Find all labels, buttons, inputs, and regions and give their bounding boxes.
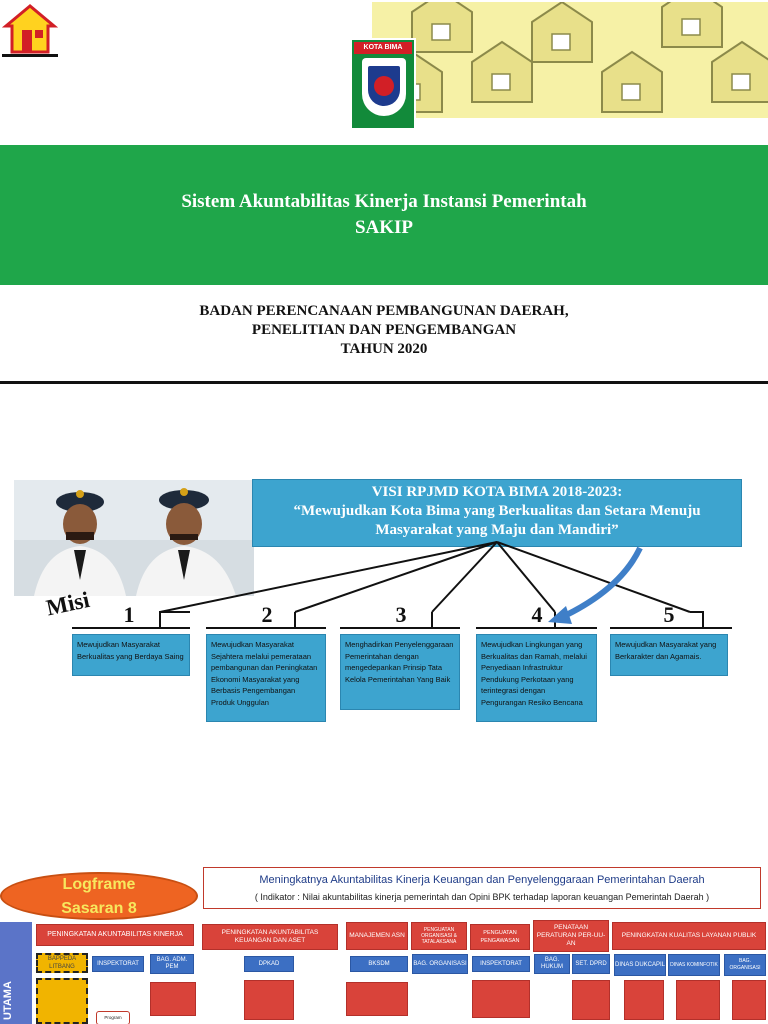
kota-bima-emblem: KOTA BIMA: [350, 38, 416, 130]
lf-output-bag-organisasi: [732, 980, 766, 1020]
lf-output-kominfotik: [676, 980, 720, 1020]
visi-statement-line1: “Mewujudkan Kota Bima yang Berkualitas d…: [253, 502, 741, 521]
house-pattern-icon: [372, 2, 768, 118]
lf-unit-bag-hukum: BAG. HUKUM: [534, 954, 570, 974]
goal-indikator: ( Indikator : Nilai akuntabilitas kinerj…: [203, 891, 761, 903]
lf-program-box: Program: [96, 1011, 130, 1024]
lf-unit-set-dprd: SET. DPRD: [572, 954, 610, 974]
lf-unit-bag-organisasi-2: BAG. ORGANISASI: [724, 954, 766, 976]
misi-box-2: Mewujudkan Masyarakat Sejahtera melalui …: [206, 634, 326, 722]
lf-output-adm-pem: [150, 982, 196, 1016]
lf-output-bksdm: [346, 982, 408, 1016]
utama-label: UTAMA: [2, 981, 14, 1020]
logframe-title: Logframe: [0, 876, 198, 894]
misi-box-1: Mewujudkan Masyarakat Berkualitas yang B…: [72, 634, 190, 676]
misi-number-1: 1: [114, 602, 144, 628]
lf-header-manajemen-asn: MANAJEMEN ASN: [346, 922, 408, 950]
lf-header-layanan-publik: PENINGKATAN KUALITAS LAYANAN PUBLIK: [612, 922, 766, 950]
visi-statement-line2: Masyarakat yang Maju dan Mandiri”: [253, 521, 741, 540]
misi-number-2: 2: [252, 602, 282, 628]
misi-box-3: Menghadirkan Penyelenggaraan Pemerintaha…: [340, 634, 460, 710]
lf-unit-bappeda: BAPPEDA LITBANG: [36, 953, 88, 973]
lf-header-akuntabilitas-kinerja: PENINGKATAN AKUNTABILITAS KINERJA: [36, 924, 194, 946]
lf-header-akuntabilitas-keuangan: PENINGKATAN AKUNTABILITAS KEUANGAN DAN A…: [202, 924, 338, 950]
visi-box: VISI RPJMD KOTA BIMA 2018-2023: “Mewujud…: [252, 479, 742, 547]
house-pattern-banner: [372, 2, 768, 118]
agency-line-2: PENELITIAN DAN PENGEMBANGAN: [0, 321, 768, 340]
misi-box-5: Mewujudkan Masyarakat yang Berkarakter d…: [610, 634, 728, 676]
lf-header-peraturan: PENATAAN PERATURAN PER-UU-AN: [533, 920, 609, 952]
title-band: [0, 145, 768, 285]
misi-box-4: Mewujudkan Lingkungan yang Berkualitas d…: [476, 634, 597, 722]
misi-number-4: 4: [522, 602, 552, 628]
agency-line-1: BADAN PERENCANAAN PEMBANGUNAN DAERAH,: [0, 302, 768, 321]
lf-output-dukcapil: [624, 980, 664, 1020]
misi-number-5: 5: [654, 602, 684, 628]
lf-unit-dukcapil: DINAS DUKCAPIL: [614, 954, 666, 976]
page-title: Sistem Akuntabilitas Kinerja Instansi Pe…: [0, 190, 768, 214]
lf-output-set-dprd: [572, 980, 610, 1020]
misi-number-3: 3: [386, 602, 416, 628]
divider: [0, 381, 768, 384]
house-logo-icon: [2, 2, 58, 58]
lf-output-dpkad: [244, 980, 294, 1020]
goal-text: Meningkatnya Akuntabilitas Kinerja Keuan…: [203, 873, 761, 887]
lf-header-organisasi: PENGUATAN ORGANISASI & TATALAKSANA: [411, 922, 467, 950]
agency-line-3: TAHUN 2020: [0, 340, 768, 359]
lf-unit-adm-pem: BAG. ADM. PEM: [150, 954, 194, 974]
lf-unit-kominfotik: DINAS KOMINFOTIK: [668, 954, 720, 976]
lf-output-bappeda: [36, 978, 88, 1024]
emblem-label: KOTA BIMA: [354, 42, 412, 54]
lf-unit-inspektorat: INSPEKTORAT: [92, 956, 144, 972]
lf-output-inspektorat: [472, 980, 530, 1018]
emblem-star-icon: [374, 76, 394, 96]
lf-header-pengawasan: PENGUATAN PENGAWASAN: [470, 924, 530, 950]
lf-unit-dpkad: DPKAD: [244, 956, 294, 972]
lf-unit-bksdm: BKSDM: [350, 956, 408, 972]
page-subtitle: SAKIP: [0, 216, 768, 240]
visi-heading: VISI RPJMD KOTA BIMA 2018-2023:: [253, 483, 741, 502]
lf-unit-bag-organisasi: BAG. ORGANISASI: [412, 954, 468, 974]
logframe-sasaran: Sasaran 8: [0, 900, 198, 918]
lf-unit-inspektorat-2: INSPEKTORAT: [472, 956, 530, 972]
